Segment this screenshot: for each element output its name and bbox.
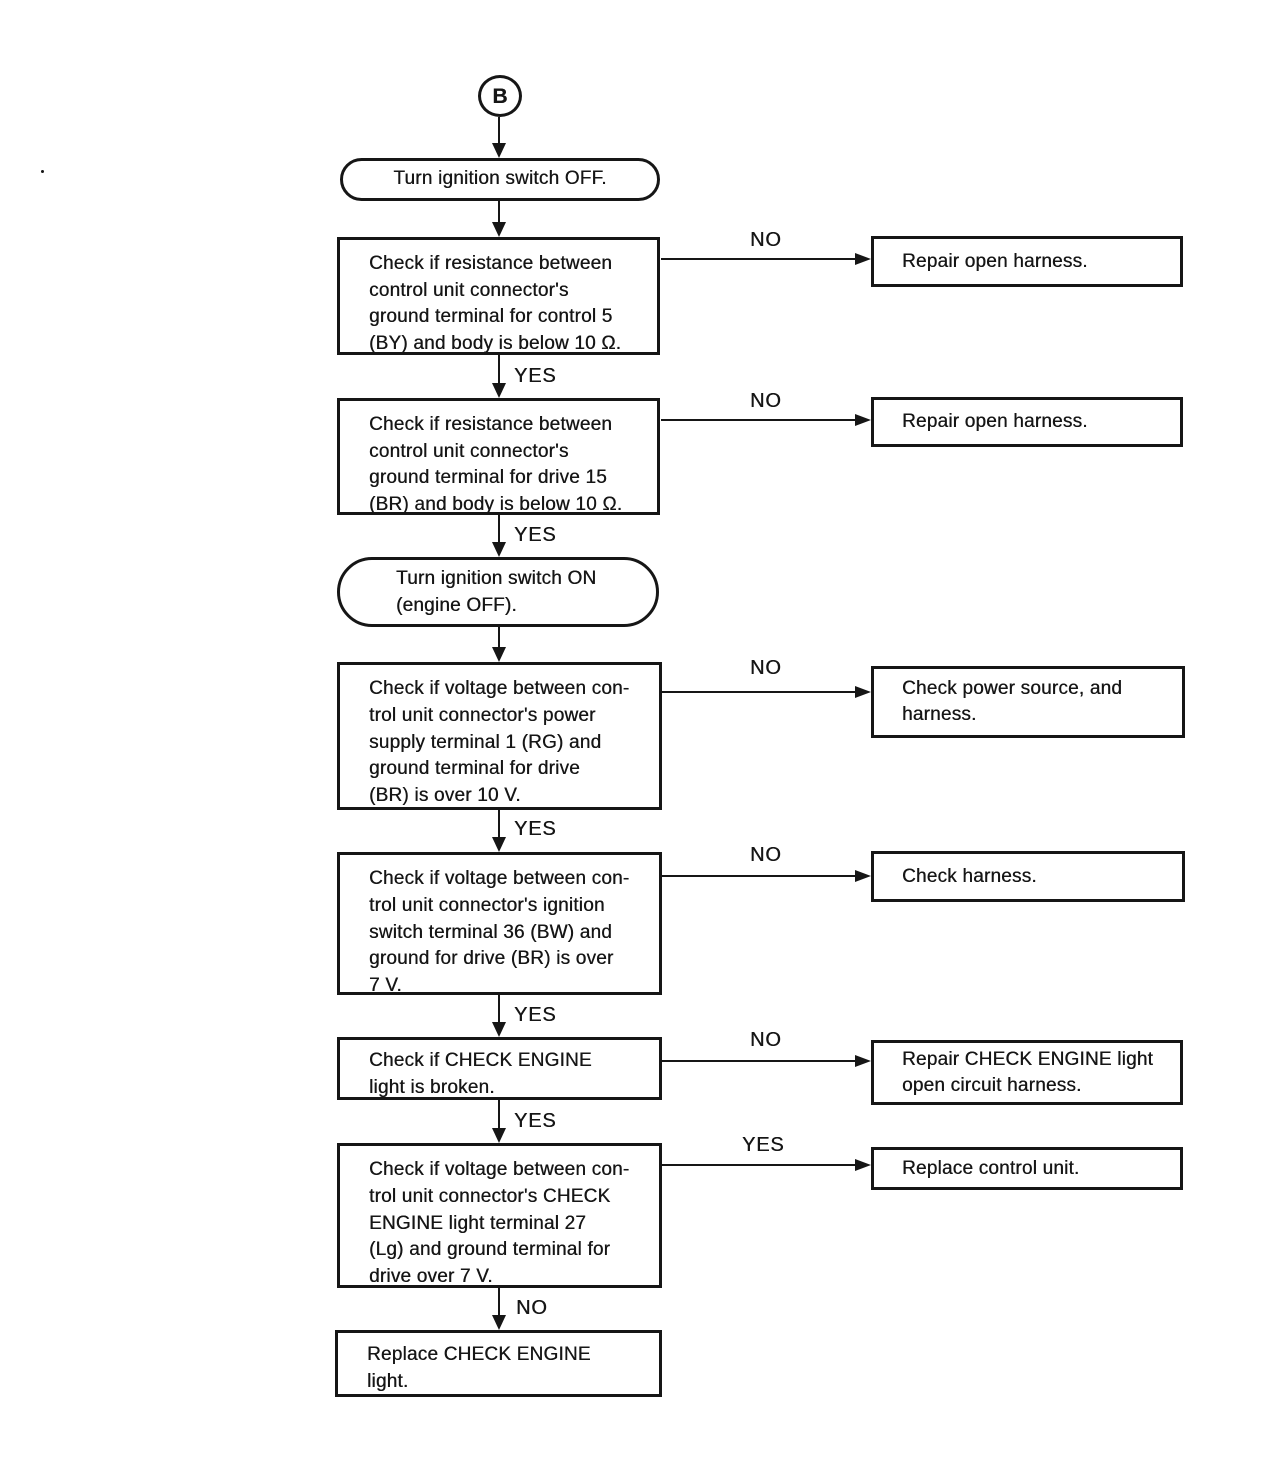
process-check-ground-control-5-text: Check if resistance between control unit…	[369, 253, 622, 354]
process-check-voltage-check-engine-terminal-text: Check if voltage between con- trol unit …	[369, 1159, 630, 1288]
edge-label-yes: YES	[514, 365, 557, 387]
edge-label-no: NO	[750, 390, 782, 412]
branch-line-p1-to-a1	[661, 258, 856, 260]
terminal-ignition-off: Turn ignition switch OFF.	[340, 158, 660, 201]
connector-line-p1-to-p2	[498, 355, 500, 386]
process-check-engine-light-broken-text: Check if CHECK ENGINE light is broken.	[369, 1050, 592, 1098]
process-check-ground-control-5: Check if resistance between control unit…	[337, 237, 660, 355]
process-check-voltage-power-supply: Check if voltage between con- trol unit …	[337, 662, 662, 810]
edge-label-yes: YES	[514, 1110, 557, 1132]
edge-label-no: NO	[750, 844, 782, 866]
process-check-ground-drive-15: Check if resistance between control unit…	[337, 398, 660, 515]
edge-label-yes: YES	[514, 818, 557, 840]
process-check-voltage-ignition-switch: Check if voltage between con- trol unit …	[337, 852, 662, 996]
process-check-ground-drive-15-text: Check if resistance between control unit…	[369, 414, 623, 515]
edge-label-no: NO	[750, 1029, 782, 1051]
process-replace-check-engine-light: Replace CHECK ENGINE light.	[335, 1330, 662, 1397]
action-check-harness: Check harness.	[871, 851, 1185, 902]
arrow-right-icon	[855, 870, 871, 882]
action-check-power-source-text: Check power source, and harness.	[902, 678, 1123, 725]
action-repair-check-engine-harness-text: Repair CHECK ENGINE light open circuit h…	[902, 1048, 1154, 1096]
terminal-ignition-off-text: Turn ignition switch OFF.	[393, 168, 607, 190]
edge-label-yes: YES	[514, 1004, 557, 1026]
process-check-voltage-check-engine-terminal: Check if voltage between con- trol unit …	[337, 1143, 662, 1288]
edge-label-no: NO	[750, 229, 782, 251]
branch-line-p5-to-a5	[661, 1060, 856, 1062]
action-check-harness-text: Check harness.	[902, 865, 1037, 887]
branch-line-p2-to-a2	[661, 419, 856, 421]
arrow-right-icon	[855, 253, 871, 265]
action-repair-open-harness-1: Repair open harness.	[871, 236, 1183, 287]
branch-line-p6-to-a6	[661, 1164, 856, 1166]
arrow-right-icon	[855, 1055, 871, 1067]
edge-label-yes: YES	[742, 1134, 785, 1156]
arrow-right-icon	[855, 414, 871, 426]
arrow-down-icon	[492, 647, 506, 662]
edge-label-yes: YES	[514, 524, 557, 546]
arrow-right-icon	[855, 1159, 871, 1171]
process-check-voltage-ignition-switch-text: Check if voltage between con- trol unit …	[369, 868, 630, 997]
connector-line-p3-to-p4	[498, 810, 500, 840]
edge-label-no: NO	[516, 1297, 548, 1319]
arrow-down-icon	[492, 1315, 506, 1330]
scan-speck	[41, 170, 44, 173]
action-repair-open-harness-1-text: Repair open harness.	[902, 250, 1088, 272]
action-replace-control-unit-text: Replace control unit.	[902, 1157, 1080, 1179]
process-replace-check-engine-light-text: Replace CHECK ENGINE light.	[367, 1344, 591, 1392]
connector-line-p4-to-p5	[498, 995, 500, 1025]
arrow-down-icon	[492, 837, 506, 852]
terminal-ignition-on: Turn ignition switch ON (engine OFF).	[337, 557, 659, 627]
arrow-down-icon	[492, 383, 506, 398]
action-replace-control-unit: Replace control unit.	[871, 1147, 1183, 1190]
action-repair-open-harness-2-text: Repair open harness.	[902, 411, 1088, 432]
process-check-voltage-power-supply-text: Check if voltage between con- trol unit …	[369, 678, 630, 807]
action-repair-open-harness-2: Repair open harness.	[871, 397, 1183, 447]
connector-circle-label: B	[492, 84, 508, 108]
branch-line-p3-to-a3	[661, 691, 856, 693]
connector-line-p2-to-t2	[498, 515, 500, 545]
action-check-power-source: Check power source, and harness.	[871, 666, 1185, 738]
action-repair-check-engine-harness: Repair CHECK ENGINE light open circuit h…	[871, 1040, 1183, 1105]
connector-line-p5-to-p6	[498, 1100, 500, 1131]
arrow-down-icon	[492, 222, 506, 237]
arrow-down-icon	[492, 542, 506, 557]
connector-line-b-to-t1	[498, 117, 500, 145]
connector-line-t2-to-p3	[498, 627, 500, 650]
arrow-right-icon	[855, 686, 871, 698]
arrow-down-icon	[492, 143, 506, 158]
connector-line-t1-to-p1	[498, 201, 500, 225]
branch-line-p4-to-a4	[661, 875, 856, 877]
terminal-ignition-on-text: Turn ignition switch ON (engine OFF).	[396, 568, 597, 616]
edge-label-no: NO	[750, 657, 782, 679]
process-check-engine-light-broken: Check if CHECK ENGINE light is broken.	[337, 1037, 662, 1100]
connector-circle-b: B	[478, 75, 522, 117]
arrow-down-icon	[492, 1128, 506, 1143]
arrow-down-icon	[492, 1022, 506, 1037]
connector-line-p6-to-p7	[498, 1288, 500, 1318]
